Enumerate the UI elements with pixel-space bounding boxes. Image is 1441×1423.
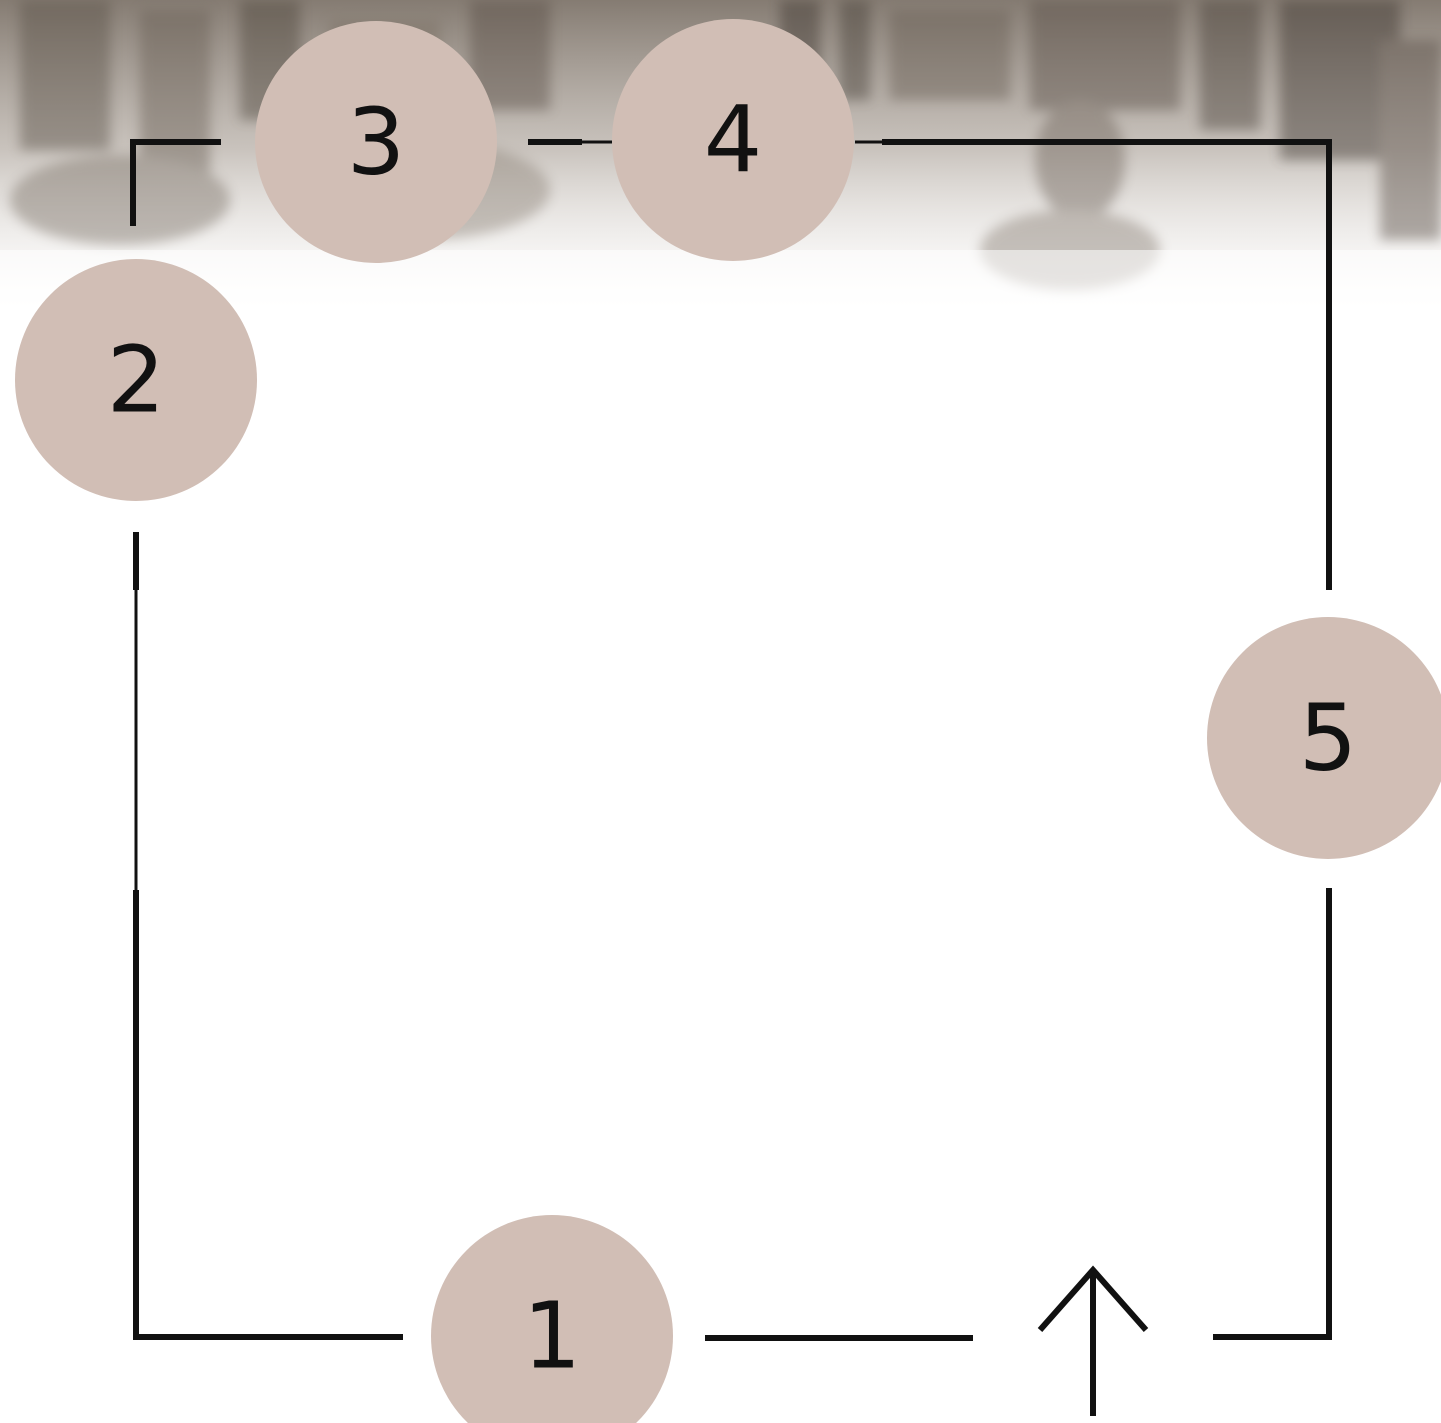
node-label: 4 [704, 87, 763, 194]
node-label: 3 [347, 89, 406, 196]
node-label: 1 [523, 1283, 582, 1390]
diagram-node-2: 2 [15, 259, 257, 501]
node-label: 2 [107, 327, 166, 434]
diagram-node-5: 5 [1207, 617, 1441, 859]
arrow-up-icon [1040, 1270, 1146, 1416]
diagram-node-3: 3 [255, 21, 497, 263]
connector-5-to-1 [1213, 888, 1329, 1337]
connector-1-to-2 [136, 890, 403, 1337]
diagram-node-1: 1 [431, 1215, 673, 1423]
node-label: 5 [1299, 685, 1358, 792]
diagram-node-4: 4 [612, 19, 854, 261]
